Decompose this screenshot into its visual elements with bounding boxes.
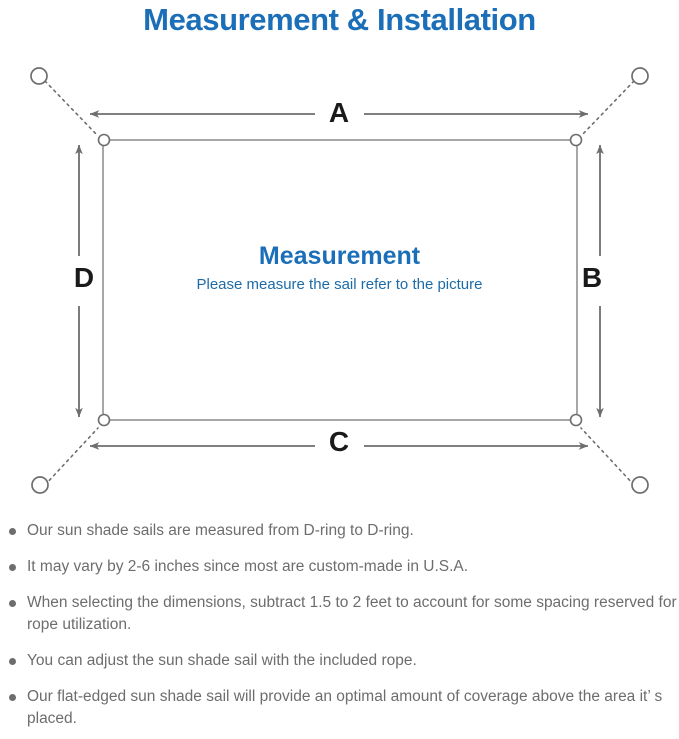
bullet-icon <box>9 694 16 701</box>
anchor-circle-bottom-left <box>31 476 49 494</box>
anchor-circle-top-left <box>30 67 48 85</box>
list-item-text: Our flat-edged sun shade sail will provi… <box>27 688 663 727</box>
list-item-text: It may vary by 2-6 inches since most are… <box>27 558 469 575</box>
list-item: You can adjust the sun shade sail with t… <box>0 650 679 672</box>
page-title: Measurement & Installation <box>143 2 536 37</box>
measurement-diagram <box>0 44 679 514</box>
list-item: Our sun shade sails are measured from D-… <box>0 520 679 542</box>
d-ring-top-left <box>97 133 111 147</box>
list-item-text: When selecting the dimensions, subtract … <box>27 594 677 633</box>
d-ring-bottom-left <box>97 413 111 427</box>
bullet-icon <box>9 564 16 571</box>
anchor-circle-bottom-right <box>631 476 649 494</box>
sail-center-subtitle: Please measure the sail refer to the pic… <box>196 276 483 293</box>
list-item-text: Our sun shade sails are measured from D-… <box>27 522 414 539</box>
list-item-text: You can adjust the sun shade sail with t… <box>27 652 417 669</box>
rope-top-right <box>580 80 635 137</box>
rope-bottom-left <box>44 427 99 486</box>
dimension-label-c: C <box>328 426 350 457</box>
d-rings <box>97 133 583 427</box>
list-item: When selecting the dimensions, subtract … <box>0 592 679 636</box>
anchor-points <box>30 67 649 494</box>
notes-list: Our sun shade sails are measured from D-… <box>0 520 679 730</box>
dimension-label-a: A <box>328 97 350 128</box>
anchor-circle-top-right <box>631 67 649 85</box>
bullet-icon <box>9 600 16 607</box>
list-item: It may vary by 2-6 inches since most are… <box>0 556 679 578</box>
sail-center-heading: Measurement <box>258 242 421 270</box>
rope-bottom-right <box>580 427 635 486</box>
bullet-icon <box>9 528 16 535</box>
sail-rectangle <box>102 139 578 421</box>
d-ring-top-right <box>569 133 583 147</box>
rope-lines <box>44 80 635 486</box>
dimension-label-d: D <box>73 262 95 293</box>
dimension-label-b: B <box>581 262 603 293</box>
diagram-svg <box>30 67 649 494</box>
bullet-icon <box>9 658 16 665</box>
list-item: Our flat-edged sun shade sail will provi… <box>0 686 679 730</box>
rope-top-left <box>44 80 99 137</box>
d-ring-bottom-right <box>569 413 583 427</box>
